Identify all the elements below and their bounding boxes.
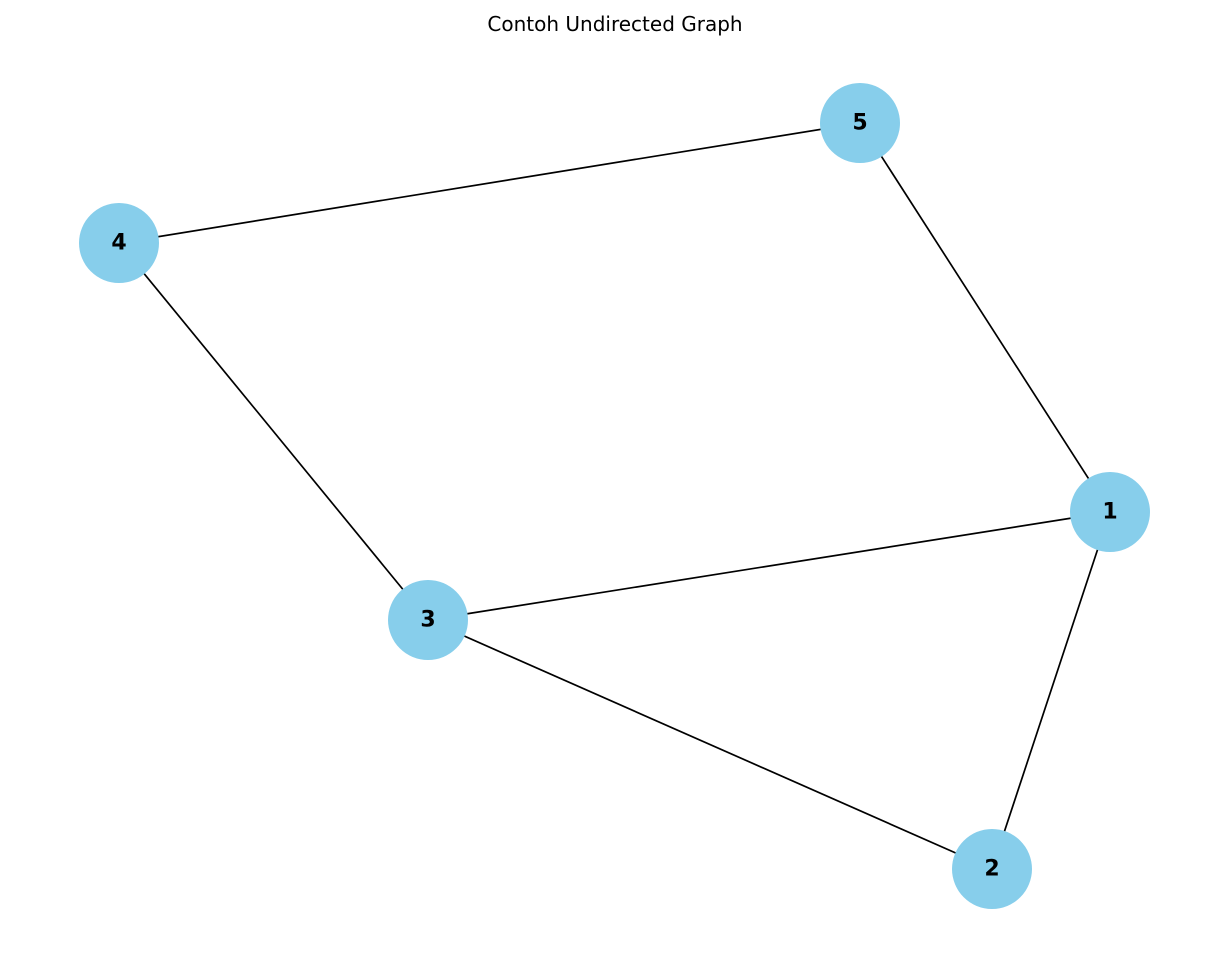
graph-edge-4-3	[118, 242, 429, 621]
node-circle-4	[79, 203, 159, 283]
node-circle-3	[388, 580, 468, 660]
graph-node-4: 4	[79, 203, 159, 283]
graph-node-1: 1	[1070, 472, 1150, 552]
graph-edge-4-5	[118, 122, 861, 244]
node-label-1: 1	[1102, 500, 1117, 525]
graph-edge-3-1	[427, 511, 1111, 621]
node-label-5: 5	[852, 111, 867, 136]
node-circle-1	[1070, 472, 1150, 552]
graph-edge-5-1	[859, 122, 1111, 513]
graph-edge-3-2	[427, 619, 993, 870]
node-circle-2	[952, 829, 1032, 909]
graph-edge-1-2	[991, 511, 1111, 870]
chart-title: Contoh Undirected Graph	[487, 12, 743, 36]
node-circle-5	[820, 83, 900, 163]
graph-node-2: 2	[952, 829, 1032, 909]
graph-node-5: 5	[820, 83, 900, 163]
node-label-2: 2	[984, 857, 999, 882]
node-label-3: 3	[420, 608, 435, 633]
node-label-4: 4	[111, 231, 126, 256]
graph-node-3: 3	[388, 580, 468, 660]
